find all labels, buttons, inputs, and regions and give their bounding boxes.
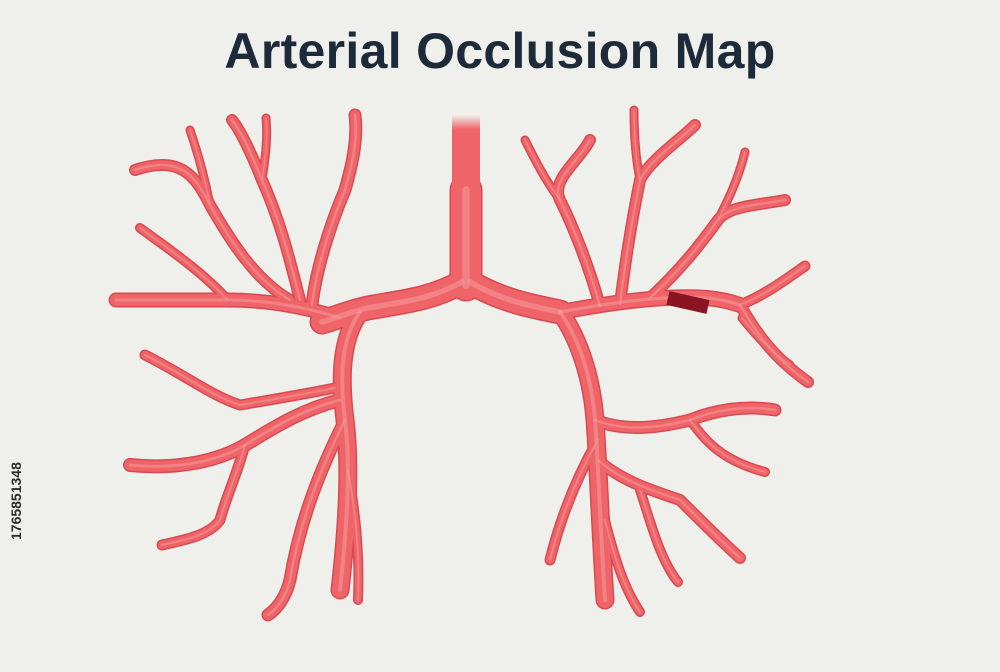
right-upper-twig: [735, 300, 813, 387]
right-lower-twig-highlight: [604, 519, 641, 613]
left-upper-twig: [136, 224, 232, 304]
page-title: Arterial Occlusion Map: [224, 23, 776, 79]
right-upper-twig-highlight: [717, 151, 746, 221]
right-upper-twig-highlight: [738, 303, 810, 384]
right-main-branch-highlight: [467, 279, 563, 315]
left-lower-twig-highlight: [161, 444, 246, 546]
right-upper-twig-highlight: [524, 139, 561, 201]
left-descending-branch-highlight: [338, 310, 362, 592]
right-lower-branch-highlight: [596, 458, 742, 560]
right-lower-twig-outline: [685, 415, 770, 477]
right-upper-twig: [739, 315, 793, 368]
left-upper-twig-highlight: [261, 117, 268, 181]
right-lower-twig-highlight: [639, 489, 679, 583]
right-lower-twig-highlight: [549, 439, 599, 561]
right-lower-arm: [590, 403, 780, 433]
left-upper-branch-highlight: [230, 118, 302, 302]
right-descending-branch-highlight: [558, 310, 607, 602]
right-lower-twig-highlight: [689, 419, 766, 473]
left-lower-branch-highlight: [266, 418, 347, 617]
left-lower-twig: [141, 351, 339, 409]
left-lower-twig-highlight: [347, 469, 360, 601]
occlusion-segment: [666, 291, 710, 314]
right-upper-twig-highlight: [633, 109, 641, 181]
artery-highlight: [114, 109, 810, 617]
left-upper-twig-highlight: [139, 227, 229, 301]
left-upper-branch-highlight: [310, 113, 358, 307]
occlusion-marker: [666, 291, 710, 314]
right-upper-arm-highlight: [558, 295, 742, 314]
right-upper-twig-highlight: [741, 317, 791, 366]
right-upper-branch-highlight: [618, 123, 697, 306]
artery-body: [110, 107, 813, 620]
left-upper-twig-highlight: [189, 129, 211, 206]
stock-id-label: 1765851348: [8, 462, 24, 540]
left-lower-twig-highlight: [144, 354, 336, 406]
right-upper-twig-highlight: [739, 265, 806, 306]
trunk-upper-fade: [452, 115, 480, 195]
